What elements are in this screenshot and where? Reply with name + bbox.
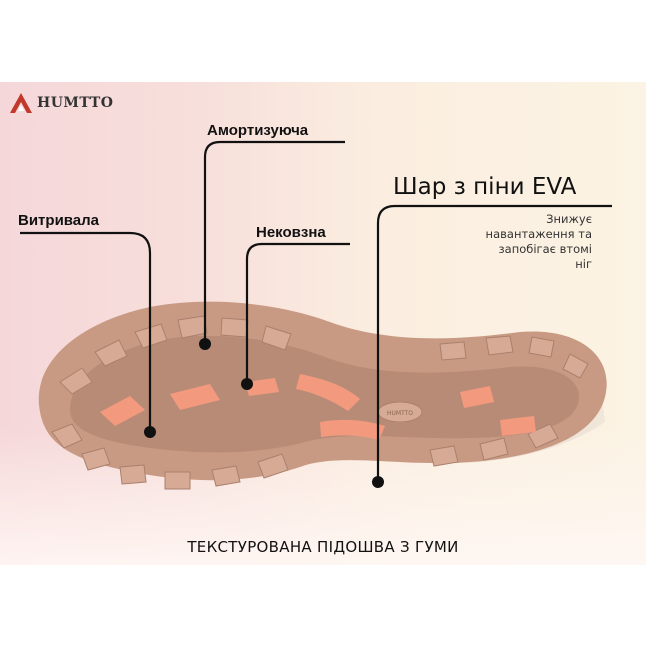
eva-layer-description: Знижує навантаження та запобігає втомі н… <box>452 212 592 272</box>
product-image-stage: HUMTTO <box>0 82 646 565</box>
durable-label: Витривала <box>18 212 100 229</box>
shock-absorbing-label: Амортизуюча <box>207 122 309 139</box>
durable-marker <box>144 426 156 438</box>
brand: HUMTTO <box>9 92 113 114</box>
eva-desc-line: Знижує <box>546 212 592 226</box>
eva-desc-line: навантаження та <box>485 227 592 241</box>
eva-layer-title: Шар з піни EVA <box>393 174 577 200</box>
non-slip-label: Нековзна <box>256 224 326 241</box>
svg-text:HUMTTO: HUMTTO <box>387 410 413 417</box>
callout-lines <box>20 140 612 488</box>
eva-marker <box>372 476 384 488</box>
brand-name: HUMTTO <box>37 95 114 111</box>
non-slip-marker <box>241 378 253 390</box>
shock-absorbing-marker <box>199 338 211 350</box>
eva-desc-line: запобігає втомі <box>498 242 592 256</box>
mountain-logo-icon <box>10 93 32 113</box>
caption: ТЕКСТУРОВАНА ПІДОШВА З ГУМИ <box>187 538 459 556</box>
shoe-sole-image: HUMTTO <box>38 301 607 490</box>
eva-desc-line: ніг <box>575 257 592 271</box>
